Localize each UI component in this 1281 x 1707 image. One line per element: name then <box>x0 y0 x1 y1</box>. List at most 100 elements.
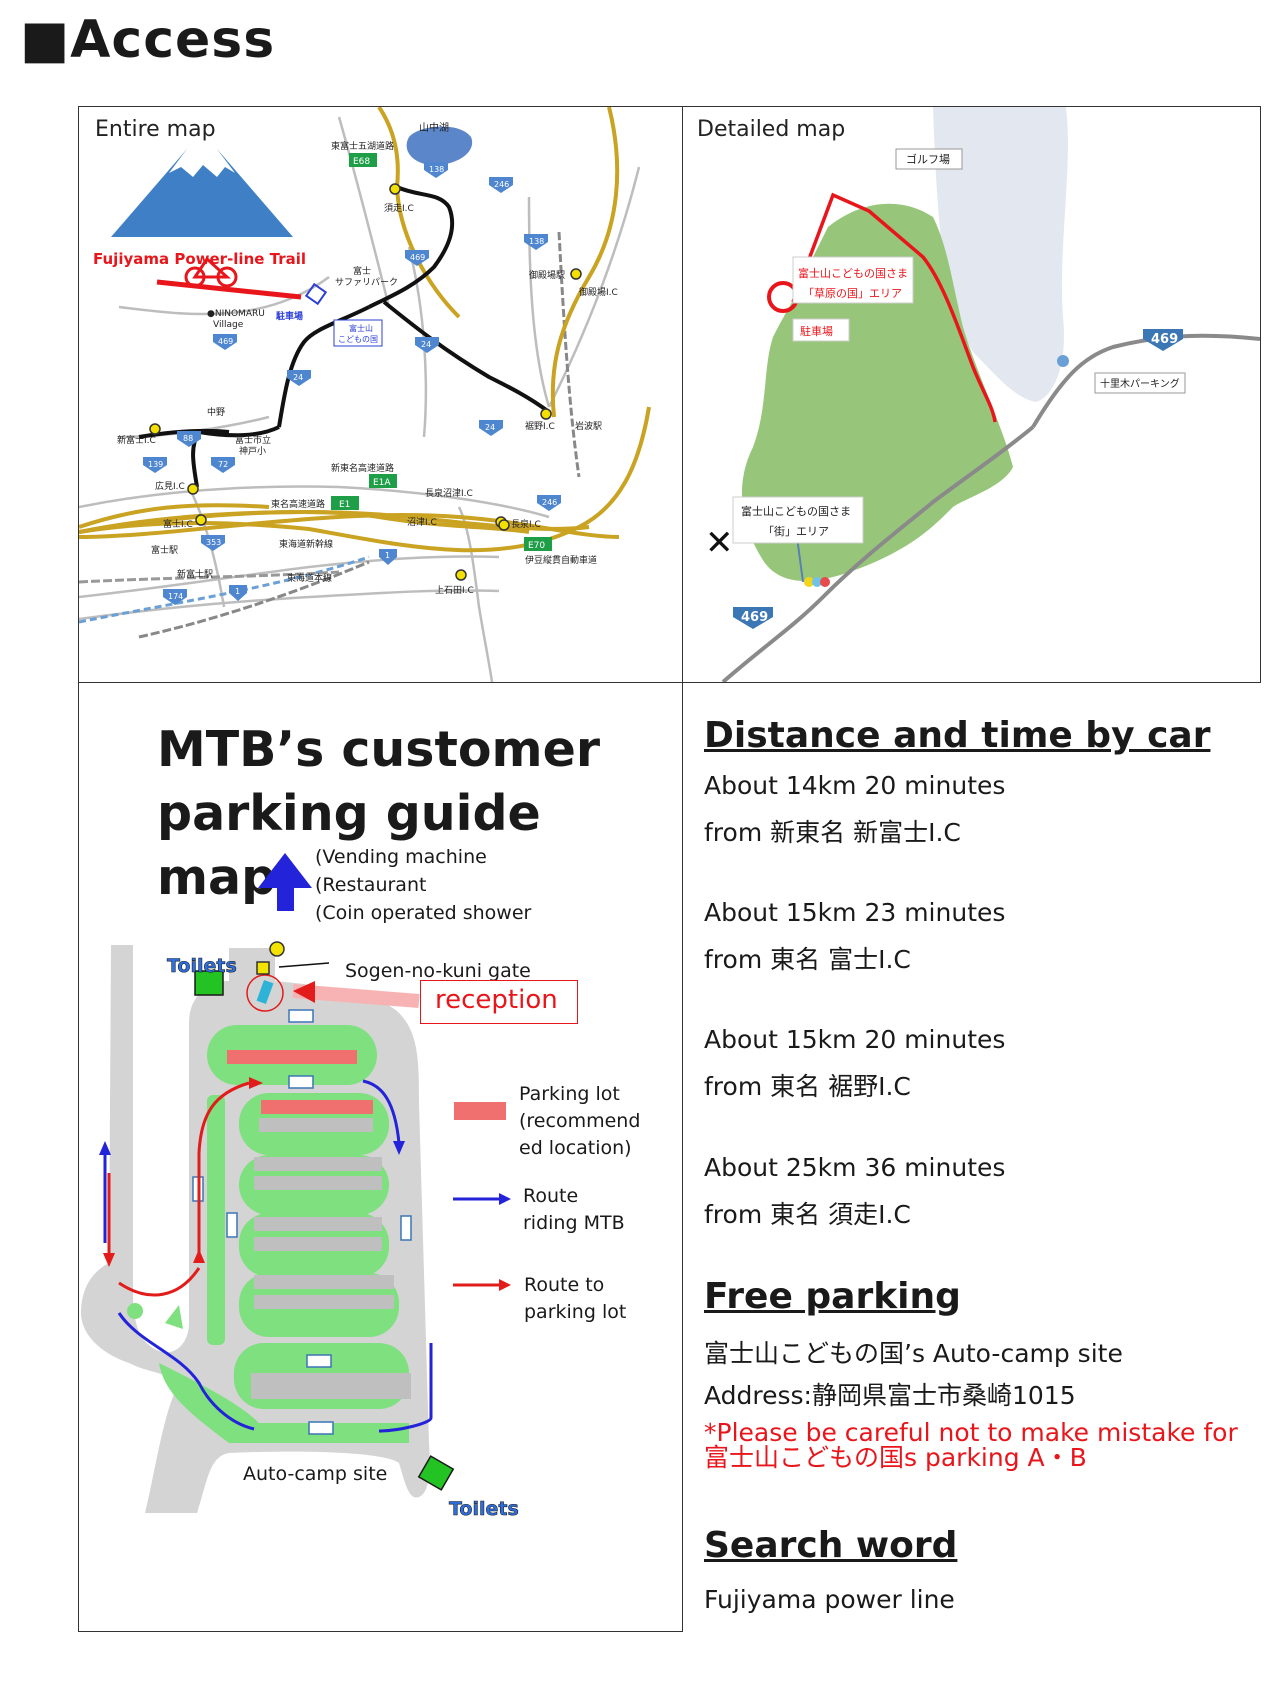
label-izujukan: 伊豆縦貫自動車道 <box>525 554 597 566</box>
island-left-strip <box>207 1095 225 1345</box>
label-246b: 246 <box>542 498 557 507</box>
trail-red-boundary <box>791 192 997 423</box>
label-tomei: 東名高速道路 <box>271 498 325 510</box>
parking-heading: Free parking <box>704 1276 961 1317</box>
shield-72 <box>211 457 235 473</box>
up-arrow-icon <box>258 853 312 911</box>
shield-138b <box>524 234 548 250</box>
label-e68: E68 <box>353 157 370 167</box>
lake-shape <box>406 126 473 165</box>
shield-24a <box>415 337 439 353</box>
parking-row-1 <box>259 1118 373 1132</box>
gotemba-railway <box>557 231 581 478</box>
entire-map-svg: 山中湖 東富士五湖道路 E68 138 246 須走I.C 138 469 富士… <box>79 107 651 682</box>
label-numazu-ic: 沼津I.C <box>407 517 437 528</box>
tag-e1 <box>331 496 359 510</box>
island-small-1 <box>127 1303 143 1319</box>
route-2-line1: About 15km 23 minutes <box>704 898 1006 927</box>
recommended-parking-1 <box>227 1050 357 1064</box>
reception-arrow-icon <box>293 981 315 1003</box>
label-24a: 24 <box>421 340 431 349</box>
golf-label-box <box>895 148 963 170</box>
car-arrowhead-left <box>103 1253 115 1267</box>
direction-tag-5 <box>400 1215 412 1241</box>
label-1a: 1 <box>385 551 390 560</box>
reception-icon <box>256 979 274 1005</box>
address: Address:静岡県富士市桑崎1015 <box>704 1381 1076 1410</box>
sogen-label-box <box>792 256 914 304</box>
direction-tag-6 <box>306 1354 332 1368</box>
label-shinkansen: 東海道新幹線 <box>279 538 333 550</box>
label-138b: 138 <box>529 237 544 246</box>
island-small-2 <box>165 1305 183 1329</box>
label-469b: 469 <box>218 337 233 346</box>
entire-map-panel: Entire map <box>79 107 682 682</box>
shield-246a <box>489 177 513 193</box>
mount-fuji-icon <box>111 149 293 237</box>
road-gotemba <box>550 107 620 418</box>
label-fuji-st: 富士駅 <box>151 544 178 556</box>
gate-yellow-dot <box>269 941 285 957</box>
shield-1b <box>229 585 247 601</box>
legend-mtb-line2: riding MTB <box>523 1212 625 1234</box>
shield-353 <box>201 535 225 551</box>
detailed-map-panel: ゴルフ場 富士山こどもの国さま 「草原の国」エリア 駐車場 469 十里木パーキ… <box>683 107 1260 682</box>
machi-label-1: 富士山こどもの国さま <box>741 504 851 518</box>
jurigi-label: 十里木パーキング <box>1100 377 1180 390</box>
label-tokaido: 東海道本線 <box>287 572 332 584</box>
ic-dot-fuji <box>195 514 207 526</box>
label-e1: E1 <box>339 500 350 510</box>
machi-label-2: 「街」エリア <box>763 524 829 538</box>
parking-blue-icon <box>304 282 328 306</box>
label-fuji-ic: 富士I.C <box>163 518 193 530</box>
label-village: Village <box>213 320 244 330</box>
label-88: 88 <box>183 434 193 443</box>
site-name: 富士山こどもの国’s Auto-camp site <box>704 1339 1123 1368</box>
route-3-line1: About 15km 20 minutes <box>704 1025 1006 1054</box>
label-shinfuji-st: 新富士駅 <box>177 568 213 580</box>
entire-map-label: Entire map <box>95 117 216 142</box>
direction-tag-2 <box>288 1075 314 1089</box>
parking-label: 駐車場 <box>800 324 833 338</box>
label-174: 174 <box>168 592 183 601</box>
shield-1a <box>379 549 397 565</box>
recommended-parking-2 <box>261 1100 373 1114</box>
parking-guide-svg <box>81 853 511 1513</box>
label-fujishiritsu-2: 神戸小 <box>239 445 266 457</box>
label-kodomo-2: こどもの国 <box>338 335 378 344</box>
parking-row-5 <box>254 1237 382 1251</box>
legend-car-line1: Route to <box>524 1274 605 1296</box>
signal-dot-blue <box>812 577 822 587</box>
label-higashifuji-road: 東富士五湖道路 <box>331 140 394 152</box>
route-469-shield-top <box>1143 329 1183 351</box>
shield-469a <box>405 250 429 266</box>
ic-dot-subashiri <box>389 183 401 195</box>
road-shintomei <box>79 503 270 529</box>
label-24b: 24 <box>293 373 303 382</box>
label-139: 139 <box>148 460 163 469</box>
legend-parking-line3: ed location) <box>519 1137 632 1159</box>
toilets-top-label: Toilets <box>167 955 237 978</box>
toilet-bottom-icon <box>417 1455 455 1491</box>
page-title: ■Access <box>20 10 275 70</box>
label-ninomaru: ●NINOMARU <box>207 309 265 319</box>
sogen-label-2: 「草原の国」エリア <box>803 287 902 300</box>
legend-parking-text: Parking lot (recommend ed location) <box>519 1081 640 1162</box>
mtb-route-right <box>362 1079 401 1144</box>
autocamp-label: Auto-camp site <box>243 1463 388 1485</box>
tokaido-line <box>138 560 370 639</box>
signal-dot-yellow <box>804 577 814 587</box>
shinkansen-line <box>79 555 370 624</box>
mount-fuji-snowcap <box>169 149 235 177</box>
shield-138a <box>424 162 448 178</box>
shield-469b <box>213 334 237 350</box>
label-gotemba-st: 御殿場駅 <box>529 269 565 281</box>
reception-label: reception <box>435 985 558 1015</box>
route-subashiri <box>368 185 455 309</box>
mtb-route-lower-right <box>378 1343 433 1433</box>
label-iwanami-st: 岩波駅 <box>575 420 602 432</box>
grid-horizontal-middle <box>78 682 1261 683</box>
legend-parking-line2: (recommend <box>519 1110 641 1132</box>
label-fuji-safari-2: サファリパーク <box>335 277 398 288</box>
gate-yellow-square <box>256 961 270 975</box>
